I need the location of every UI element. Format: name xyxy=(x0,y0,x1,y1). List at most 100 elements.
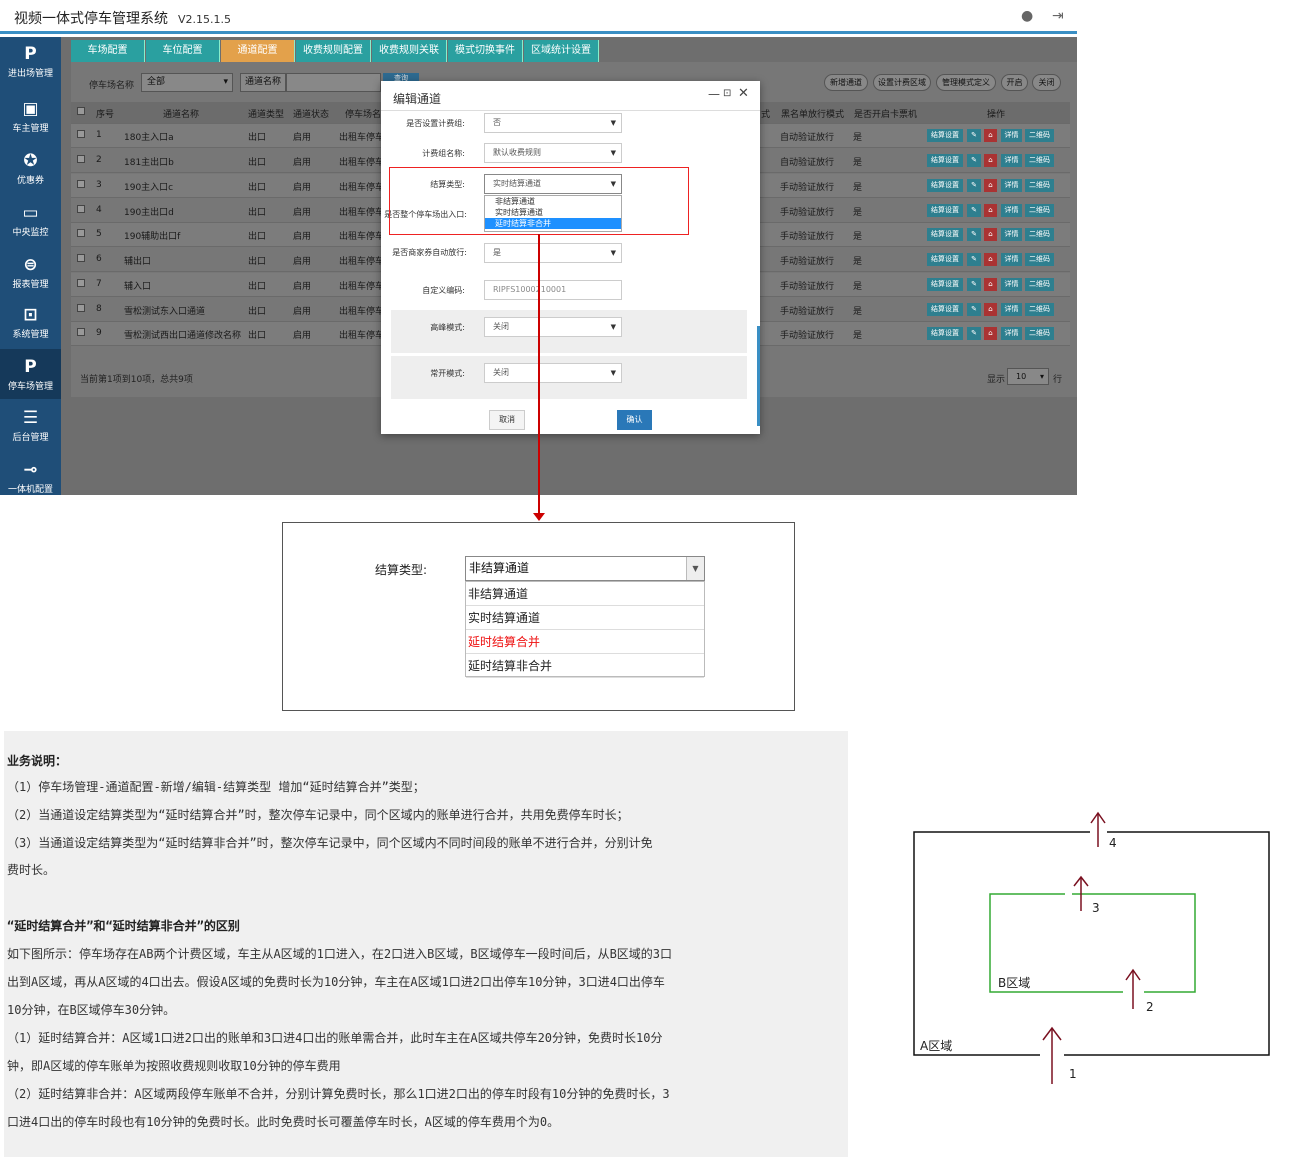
dropdown-option-selected[interactable]: 延时结算非合并 xyxy=(485,218,621,229)
sidebar-item-device-config[interactable]: ⊸一体机配置 xyxy=(0,460,61,495)
row-checkbox[interactable] xyxy=(77,254,85,262)
edit-icon[interactable]: ✎ xyxy=(967,253,981,266)
callout-option[interactable]: 延时结算非合并 xyxy=(466,654,704,678)
qrcode-button[interactable]: 二维码 xyxy=(1025,278,1054,291)
manage-mode-button[interactable]: 管理模式定义 xyxy=(936,74,996,91)
park-filter-select[interactable]: 全部▾ xyxy=(141,73,233,92)
settlement-settings-button[interactable]: 结算设置 xyxy=(927,179,963,192)
row-checkbox[interactable] xyxy=(77,279,85,287)
sidebar-item-owner[interactable]: ▣车主管理 xyxy=(0,99,61,141)
qrcode-button[interactable]: 二维码 xyxy=(1025,303,1054,316)
merchant-coupon-release-select[interactable]: 是▼ xyxy=(484,243,622,263)
delete-icon[interactable]: ⌂ xyxy=(984,327,997,340)
sidebar-item-monitor[interactable]: ▭中央监控 xyxy=(0,203,61,245)
details-button[interactable]: 详情 xyxy=(1001,327,1022,340)
tab-mode-switch[interactable]: 模式切换事件 xyxy=(448,40,523,62)
row-checkbox[interactable] xyxy=(77,180,85,188)
billing-group-name-select[interactable]: 默认收费规则▼ xyxy=(484,143,622,163)
delete-icon[interactable]: ⌂ xyxy=(984,179,997,192)
edit-icon[interactable]: ✎ xyxy=(967,278,981,291)
user-icon[interactable]: ● xyxy=(1021,8,1034,24)
delete-icon[interactable]: ⌂ xyxy=(984,278,997,291)
delete-icon[interactable]: ⌂ xyxy=(984,204,997,217)
settlement-settings-button[interactable]: 结算设置 xyxy=(927,278,963,291)
qrcode-button[interactable]: 二维码 xyxy=(1025,179,1054,192)
tab-fee-rule-config[interactable]: 收费规则配置 xyxy=(296,40,371,62)
edit-icon[interactable]: ✎ xyxy=(967,228,981,241)
qrcode-button[interactable]: 二维码 xyxy=(1025,228,1054,241)
confirm-button[interactable]: 确认 xyxy=(617,410,652,430)
minimize-icon[interactable]: — xyxy=(708,87,720,101)
logout-icon[interactable]: ⇥ xyxy=(1052,8,1064,24)
dropdown-option[interactable]: 非结算通道 xyxy=(495,197,535,206)
details-button[interactable]: 详情 xyxy=(1001,303,1022,316)
set-billing-area-button[interactable]: 设置计费区域 xyxy=(873,74,931,91)
details-button[interactable]: 详情 xyxy=(1001,228,1022,241)
always-open-select[interactable]: 关闭▼ xyxy=(484,363,622,383)
details-button[interactable]: 详情 xyxy=(1001,179,1022,192)
edit-icon[interactable]: ✎ xyxy=(967,154,981,167)
callout-select[interactable]: 非结算通道▼ xyxy=(465,556,705,581)
callout-option[interactable]: 实时结算通道 xyxy=(466,606,704,630)
row-checkbox[interactable] xyxy=(77,328,85,336)
delete-icon[interactable]: ⌂ xyxy=(984,129,997,142)
callout-option-new[interactable]: 延时结算合并 xyxy=(466,630,704,654)
sidebar-item-backend[interactable]: ☰后台管理 xyxy=(0,408,61,450)
edit-icon[interactable]: ✎ xyxy=(967,179,981,192)
row-checkbox[interactable] xyxy=(77,205,85,213)
settlement-settings-button[interactable]: 结算设置 xyxy=(927,253,963,266)
details-button[interactable]: 详情 xyxy=(1001,154,1022,167)
row-checkbox[interactable] xyxy=(77,304,85,312)
select-all-checkbox[interactable] xyxy=(77,107,85,115)
delete-icon[interactable]: ⌂ xyxy=(984,303,997,316)
sidebar-item-reports[interactable]: ⊜报表管理 xyxy=(0,255,61,297)
sidebar-item-coupon[interactable]: ✪优惠券 xyxy=(0,151,61,193)
dropdown-option[interactable]: 实时结算通道 xyxy=(495,208,543,217)
edit-icon[interactable]: ✎ xyxy=(967,327,981,340)
enable-button[interactable]: 开启 xyxy=(1001,74,1028,91)
settlement-settings-button[interactable]: 结算设置 xyxy=(927,204,963,217)
add-channel-button[interactable]: 新增通道 xyxy=(824,74,868,91)
edit-icon[interactable]: ✎ xyxy=(967,129,981,142)
settlement-settings-button[interactable]: 结算设置 xyxy=(927,154,963,167)
billing-group-select[interactable]: 否▼ xyxy=(484,113,622,133)
details-button[interactable]: 详情 xyxy=(1001,253,1022,266)
maximize-icon[interactable]: ⊡ xyxy=(723,88,732,99)
row-checkbox[interactable] xyxy=(77,155,85,163)
peak-mode-select[interactable]: 关闭▼ xyxy=(484,317,622,337)
tab-channel-config[interactable]: 通道配置 xyxy=(221,40,295,62)
edit-icon[interactable]: ✎ xyxy=(967,303,981,316)
settlement-settings-button[interactable]: 结算设置 xyxy=(927,228,963,241)
delete-icon[interactable]: ⌂ xyxy=(984,154,997,167)
row-checkbox[interactable] xyxy=(77,130,85,138)
search-button[interactable]: 查询 xyxy=(383,73,419,81)
sidebar-item-system[interactable]: ⊡系统管理 xyxy=(0,305,61,347)
qrcode-button[interactable]: 二维码 xyxy=(1025,154,1054,167)
settlement-type-select[interactable]: 实时结算通道▼ xyxy=(484,174,622,194)
close-icon[interactable]: ✕ xyxy=(738,86,749,101)
qrcode-button[interactable]: 二维码 xyxy=(1025,204,1054,217)
cancel-button[interactable]: 取消 xyxy=(489,410,525,430)
settlement-settings-button[interactable]: 结算设置 xyxy=(927,303,963,316)
tab-fee-rule-link[interactable]: 收费规则关联 xyxy=(372,40,447,62)
details-button[interactable]: 详情 xyxy=(1001,204,1022,217)
channel-filter-input[interactable] xyxy=(286,73,381,92)
qrcode-button[interactable]: 二维码 xyxy=(1025,253,1054,266)
qrcode-button[interactable]: 二维码 xyxy=(1025,129,1054,142)
tab-lot-config[interactable]: 车场配置 xyxy=(71,40,145,62)
settlement-settings-button[interactable]: 结算设置 xyxy=(927,327,963,340)
page-size-select[interactable]: 10▾ xyxy=(1007,368,1049,385)
custom-code-input[interactable]: RIPFS1000210001 xyxy=(484,280,622,300)
disable-button[interactable]: 关闭 xyxy=(1032,74,1061,91)
row-checkbox[interactable] xyxy=(77,229,85,237)
settlement-settings-button[interactable]: 结算设置 xyxy=(927,129,963,142)
edit-icon[interactable]: ✎ xyxy=(967,204,981,217)
details-button[interactable]: 详情 xyxy=(1001,129,1022,142)
delete-icon[interactable]: ⌂ xyxy=(984,253,997,266)
details-button[interactable]: 详情 xyxy=(1001,278,1022,291)
callout-option[interactable]: 非结算通道 xyxy=(466,582,704,606)
tab-area-stats[interactable]: 区域统计设置 xyxy=(524,40,599,62)
tab-space-config[interactable]: 车位配置 xyxy=(146,40,220,62)
